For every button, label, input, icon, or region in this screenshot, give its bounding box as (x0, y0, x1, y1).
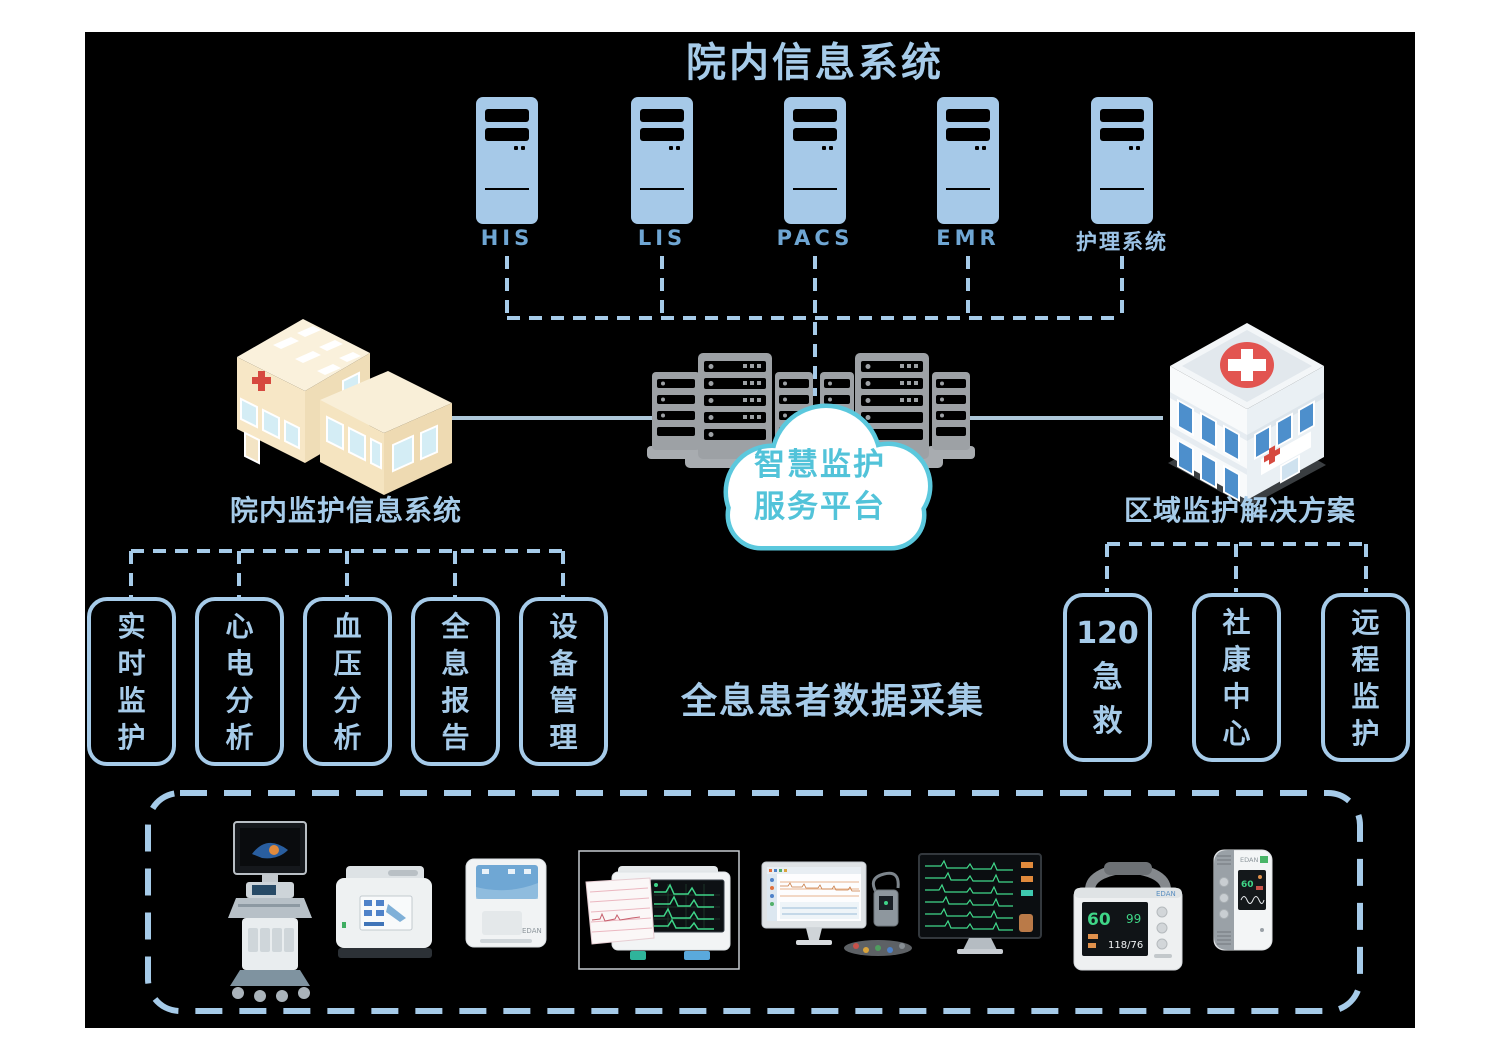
ecg-workstation (761, 861, 912, 956)
roof (237, 319, 370, 391)
patient-monitor: EDAN 60 99 118/76 (1073, 862, 1183, 971)
led-dot (1136, 146, 1140, 150)
ultrasound-system (228, 821, 312, 1002)
entrance-canopy (1261, 431, 1311, 476)
entrance-door (1280, 454, 1300, 484)
hospital-building-right (1168, 323, 1326, 507)
hr-value: 60 (1087, 910, 1111, 930)
telemetry-transmitter: EDAN 60 (1213, 849, 1273, 951)
spo2-value: 99 (1126, 912, 1141, 926)
feature-box-label: 实 时 监 护 (117, 609, 146, 754)
server-connector-dashed (505, 256, 1124, 396)
feature-box-label: 全 息 报 告 (441, 609, 470, 754)
ecg-traces (925, 859, 1013, 931)
drive-slot (793, 128, 837, 141)
led-dot (1129, 146, 1133, 150)
drive-slot (946, 128, 990, 141)
annex-roof (320, 371, 452, 433)
electrocardiograph (578, 850, 740, 970)
drive-slot (640, 109, 684, 122)
feature-box-label: 120 急 救 (1076, 615, 1139, 739)
brand-text: EDAN (1240, 856, 1258, 864)
vent-line (793, 188, 837, 190)
server-tower-nursing (1091, 97, 1153, 224)
feature-box-device-management: 设 备 管 理 (519, 597, 608, 766)
feature-box-holo-report: 全 息 报 告 (411, 597, 500, 766)
red-cross (252, 371, 271, 391)
drive-slot (793, 109, 837, 122)
telemetry-hr-value: 60 (1241, 880, 1254, 890)
server-label-emr: EMR (936, 226, 1000, 250)
led-dot (676, 146, 680, 150)
brand-text: EDAN (1156, 890, 1176, 898)
roof-cross (1228, 349, 1266, 381)
led-dot (822, 146, 826, 150)
ecg-traces (654, 883, 714, 930)
cloud-platform (723, 403, 933, 551)
feature-box-community-health: 社 康 中 心 (1192, 593, 1281, 762)
devices-dashed-frame (145, 790, 1363, 1014)
server-tower-his (476, 97, 538, 224)
vent-line (640, 188, 684, 190)
right-wall-windows (1247, 392, 1324, 484)
left-group-connector-dashed (129, 549, 565, 597)
server-tower-emr (937, 97, 999, 224)
server-tower-lis (631, 97, 693, 224)
door-left (244, 431, 260, 465)
drive-slot (946, 109, 990, 122)
left-building-label: 院内监护信息系统 (229, 494, 462, 527)
feature-box-label: 社 康 中 心 (1222, 605, 1251, 750)
feature-box-label: 心 电 分 析 (225, 609, 254, 754)
feature-box-ecg-analysis: 心 电 分 析 (195, 597, 284, 766)
drive-slot (1100, 109, 1144, 122)
canopy-red-cross (1264, 445, 1280, 465)
feature-box-realtime-monitoring: 实 时 监 护 (87, 597, 176, 766)
vent-line (946, 188, 990, 190)
drive-slot (485, 128, 529, 141)
server-tower-pacs (784, 97, 846, 224)
nibp-value: 118/76 (1108, 940, 1143, 951)
left-wall-windows (1170, 392, 1247, 502)
right-building-label: 区域监护解决方案 (1123, 494, 1356, 527)
server-label-lis: LIS (637, 226, 687, 250)
cloud-platform-label: 智慧监护 服务平台 (754, 447, 886, 525)
central-monitor (918, 853, 1042, 954)
poc-analyzer: EDAN (465, 858, 547, 948)
right-group-connector-dashed (1105, 542, 1368, 592)
led-dot (982, 146, 986, 150)
drive-slot (640, 128, 684, 141)
cloud-fill (728, 408, 928, 546)
vent-line (485, 188, 529, 190)
windows-left (240, 397, 300, 450)
server-label-his: HIS (480, 226, 534, 250)
roof-ac-units (273, 326, 361, 375)
feature-box-remote-monitoring: 远 程 监 护 (1321, 593, 1410, 762)
drive-slot (485, 109, 529, 122)
feature-box-label: 设 备 管 理 (549, 609, 578, 754)
annex-windows (326, 415, 438, 473)
vent-line (1100, 188, 1144, 190)
feature-box-120-emergency: 120 急 救 (1063, 593, 1152, 762)
led-dot (521, 146, 525, 150)
drive-slot (1100, 128, 1144, 141)
rack-unit-details (661, 364, 944, 437)
led-dot (669, 146, 673, 150)
feature-box-label: 远 程 监 护 (1351, 605, 1380, 750)
brand-text: EDAN (522, 927, 542, 935)
server-label-nursing: 护理系统 (1076, 230, 1168, 254)
immunoassay-analyzer (336, 866, 432, 958)
page-title: 院内信息系统 (686, 40, 944, 86)
server-label-pacs: PACS (776, 226, 854, 250)
led-dot (975, 146, 979, 150)
center-caption: 全息患者数据采集 (680, 681, 985, 722)
feature-box-label: 血 压 分 析 (333, 609, 362, 754)
hospital-building-left (237, 319, 452, 495)
led-dot (514, 146, 518, 150)
feature-box-bp-analysis: 血 压 分 析 (303, 597, 392, 766)
led-dot (829, 146, 833, 150)
